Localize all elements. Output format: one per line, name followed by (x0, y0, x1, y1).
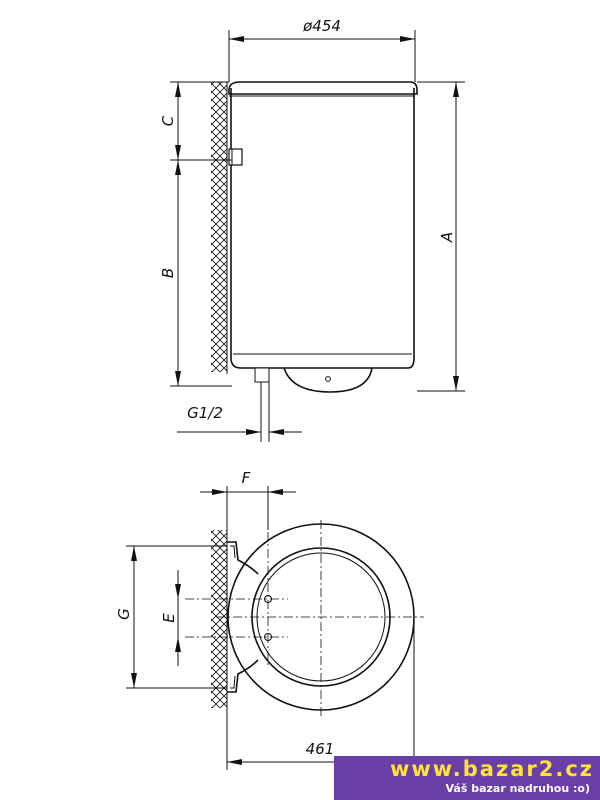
top-mounting-bracket (227, 541, 259, 693)
dimension-f: F (200, 469, 296, 530)
dimension-thread-label: G1/2 (187, 404, 223, 422)
dimension-e-label: E (160, 613, 178, 623)
dimension-diameter-label: ø454 (302, 17, 341, 35)
dimension-g: G (115, 545, 227, 689)
pipe-connection-icon (264, 595, 272, 603)
dimension-c-b: C B (159, 81, 232, 387)
watermark-tagline: Váš bazar nadruhou :o) (445, 782, 590, 795)
top-view: F G E 461 (115, 469, 424, 770)
dimension-thread: G1/2 (177, 404, 302, 435)
dimension-width-label: 461 (306, 740, 335, 758)
side-tank-body (228, 81, 418, 369)
dimension-b-label: B (159, 268, 177, 278)
pipe-connection-icon (264, 633, 272, 641)
side-wall-hatching (211, 82, 227, 372)
watermark-url-link[interactable]: www.bazar2.cz (389, 757, 594, 781)
dimension-f-label: F (242, 469, 251, 487)
dimension-a: A (417, 81, 465, 392)
dimension-g-label: G (115, 608, 133, 620)
dimension-diameter: ø454 (228, 17, 416, 82)
watermark-banner[interactable]: www.bazar2.cz Váš bazar nadruhou :o) (334, 756, 600, 800)
flange-bolt-icon (325, 376, 331, 382)
dimension-c-label: C (159, 115, 177, 126)
side-mounting-bracket (228, 148, 243, 166)
dimension-a-label: A (438, 232, 456, 243)
dimension-e: E (160, 570, 181, 666)
side-pipes (254, 367, 270, 442)
top-wall-hatching (211, 530, 227, 708)
side-view: ø454 A C B (159, 17, 465, 442)
side-bottom-flange (283, 367, 373, 393)
top-connection-points (264, 595, 272, 641)
top-center-lines (185, 520, 424, 716)
